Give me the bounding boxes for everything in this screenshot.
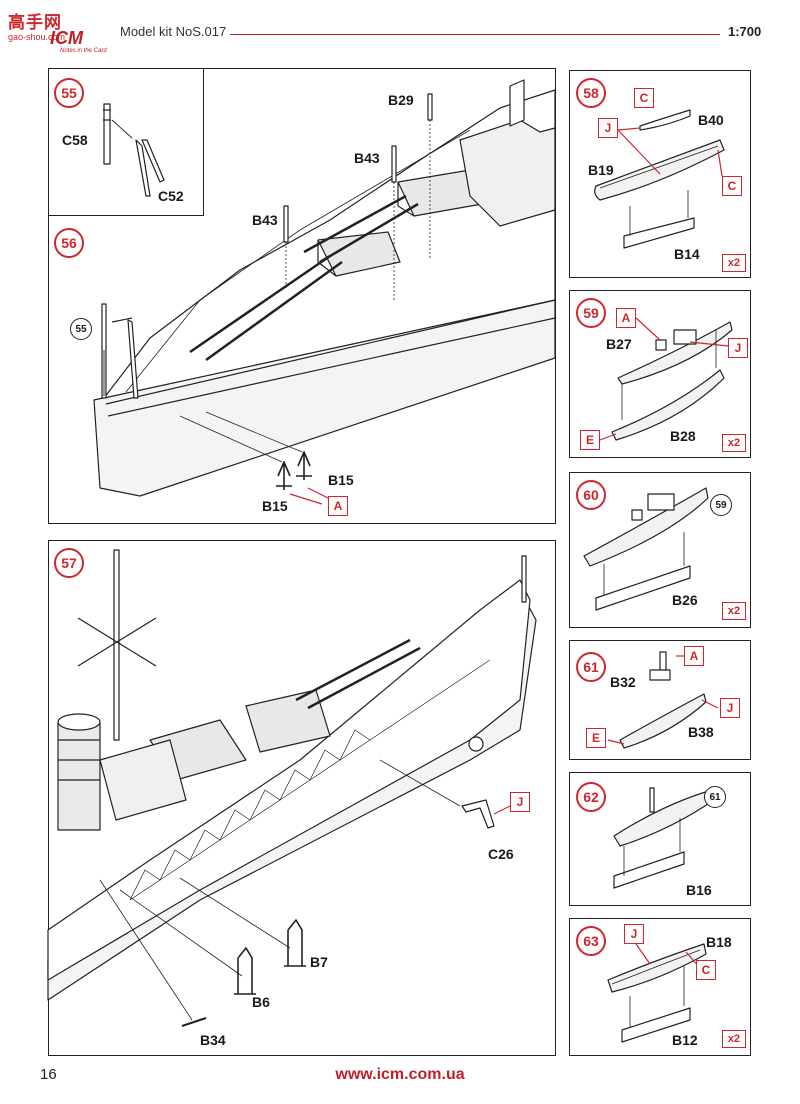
step-reference-61: 61 — [704, 786, 726, 808]
icm-logo: 高手网 gao-shou.com ICM Notes in the Card — [8, 8, 108, 56]
lifeboat-63-drawing — [607, 943, 707, 1043]
part-label-b18: B18 — [706, 934, 732, 950]
paint-code-j-step-58: J — [598, 118, 618, 138]
part-label-b29: B29 — [388, 92, 414, 108]
lifeboat-58-drawing — [594, 109, 725, 249]
logo-tagline: Notes in the Card — [60, 48, 107, 54]
part-label-b43-upper: B43 — [354, 150, 380, 166]
part-label-b15-left: B15 — [262, 498, 288, 514]
part-label-b27: B27 — [606, 336, 632, 352]
part-label-b16: B16 — [686, 882, 712, 898]
quantity-multiplier-step-63: x2 — [722, 1030, 746, 1048]
paint-code-c-bottom-step-58: C — [722, 176, 742, 196]
paint-code-a-step-56: A — [328, 496, 348, 516]
paint-code-e-step-61: E — [586, 728, 606, 748]
quantity-multiplier-step-58: x2 — [722, 254, 746, 272]
part-label-b34: B34 — [200, 1032, 226, 1048]
website-link[interactable]: www.icm.com.ua — [335, 1066, 465, 1083]
part-label-b40: B40 — [698, 112, 724, 128]
part-label-b32: B32 — [610, 674, 636, 690]
paint-code-c-top-step-58: C — [634, 88, 654, 108]
quantity-multiplier-step-59: x2 — [722, 434, 746, 452]
step-number-56: 56 — [54, 228, 84, 258]
paint-code-j-step-61: J — [720, 698, 740, 718]
step-number-55: 55 — [54, 78, 84, 108]
paint-code-a-step-61: A — [684, 646, 704, 666]
logo-watermark: 高手网 — [8, 13, 62, 32]
part-label-b28: B28 — [670, 428, 696, 444]
launch-60-drawing — [583, 487, 709, 611]
paint-code-c-step-63: C — [696, 960, 716, 980]
part-label-b38: B38 — [688, 724, 714, 740]
step-number-61: 61 — [576, 652, 606, 682]
part-c52-drawing — [135, 139, 165, 197]
step-reference-55: 55 — [70, 318, 92, 340]
part-label-b6: B6 — [252, 994, 270, 1010]
launch-59-drawing — [599, 317, 733, 441]
paint-code-a-step-59: A — [616, 308, 636, 328]
paint-code-j-step-59: J — [728, 338, 748, 358]
scale-label: 1:700 — [728, 24, 762, 39]
step-reference-59: 59 — [710, 494, 732, 516]
paint-code-j-step-63: J — [624, 924, 644, 944]
logo-brand: ICM — [50, 28, 83, 48]
paint-code-j-step-57: J — [510, 792, 530, 812]
part-label-b26: B26 — [672, 592, 698, 608]
part-label-b12: B12 — [672, 1032, 698, 1048]
page-title: Model kit NoS.017 — [120, 24, 227, 39]
step-number-60: 60 — [576, 480, 606, 510]
part-label-b7: B7 — [310, 954, 328, 970]
paint-code-e-step-59: E — [580, 430, 600, 450]
part-c58-drawing — [103, 103, 111, 165]
step-number-59: 59 — [576, 298, 606, 328]
step-number-63: 63 — [576, 926, 606, 956]
step-number-57: 57 — [54, 548, 84, 578]
step-number-62: 62 — [576, 782, 606, 812]
boat-62-drawing — [613, 787, 715, 889]
part-label-c26: C26 — [488, 846, 514, 862]
header-divider — [230, 34, 720, 35]
part-label-b19: B19 — [588, 162, 614, 178]
part-label-c52: C52 — [158, 188, 184, 204]
boat-61-drawing — [607, 651, 719, 749]
quantity-multiplier-step-60: x2 — [722, 602, 746, 620]
ship-main-deck-drawing — [47, 549, 537, 1027]
part-label-b43-lower: B43 — [252, 212, 278, 228]
part-label-b14: B14 — [674, 246, 700, 262]
part-label-b15-right: B15 — [328, 472, 354, 488]
page-number: 16 — [40, 1066, 57, 1083]
part-label-c58: C58 — [62, 132, 88, 148]
ship-bow-forecastle-drawing — [93, 79, 556, 505]
logo-watermark-sub: gao-shou.com — [8, 32, 66, 42]
step-number-58: 58 — [576, 78, 606, 108]
